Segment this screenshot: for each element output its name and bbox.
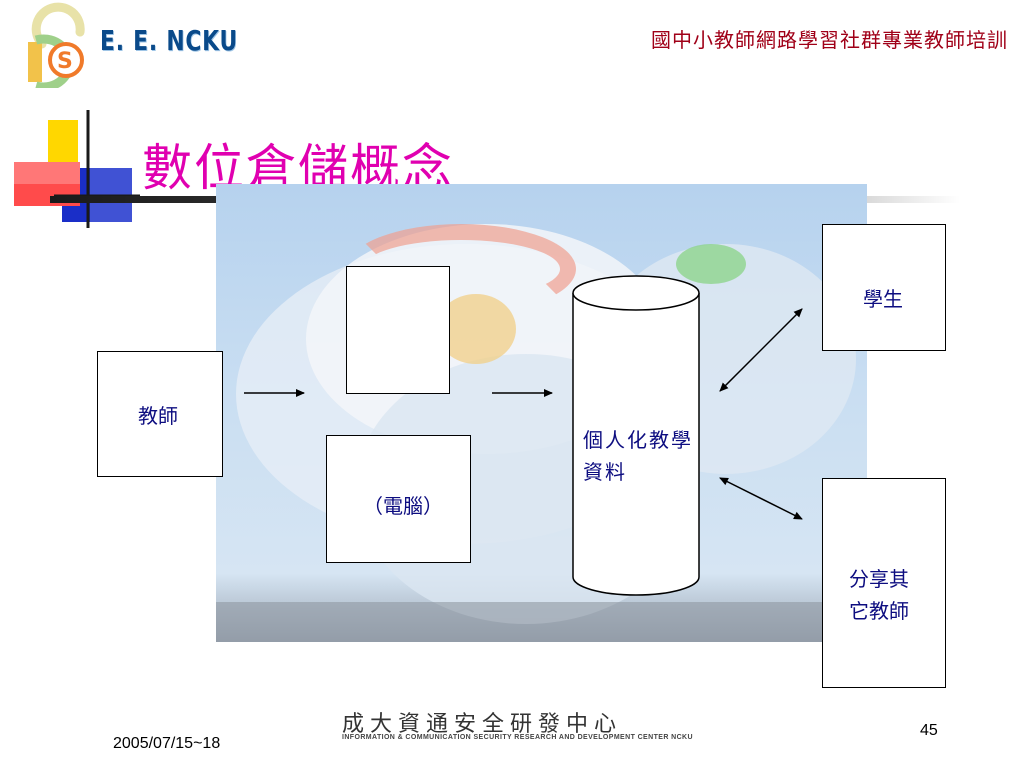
course-title: 國中小教師網路學習社群專業教師培訓 — [651, 28, 1008, 52]
title-decoration — [14, 110, 140, 228]
other-teachers-line1: 分享其 — [849, 567, 909, 591]
teacher-label: 教師 — [138, 404, 178, 428]
svg-text:S: S — [57, 49, 73, 74]
logo-text: E. E. NCKU — [100, 24, 239, 57]
center-name-chinese: 成大資通安全研發中心 — [342, 712, 623, 737]
other-teachers-line2: 它教師 — [849, 599, 909, 623]
center-name-english: INFORMATION & COMMUNICATION SECURITY RES… — [342, 734, 693, 741]
empty-box — [346, 266, 450, 394]
teacher-box: 教師 — [97, 351, 223, 477]
data-repository-cylinder — [572, 275, 700, 596]
repository-label: 個人化教學資料 — [583, 428, 693, 484]
other-teachers-box: 分享其 它教師 — [822, 478, 946, 688]
student-label: 學生 — [863, 287, 903, 311]
footer-date: 2005/07/15~18 — [113, 735, 221, 752]
background-illustration — [216, 184, 867, 642]
isd-logo-icon: S — [28, 2, 85, 88]
page-number: 45 — [920, 722, 938, 739]
student-box: 學生 — [822, 224, 946, 351]
computer-box: （電腦） — [326, 435, 471, 563]
computer-label: （電腦） — [363, 494, 443, 518]
